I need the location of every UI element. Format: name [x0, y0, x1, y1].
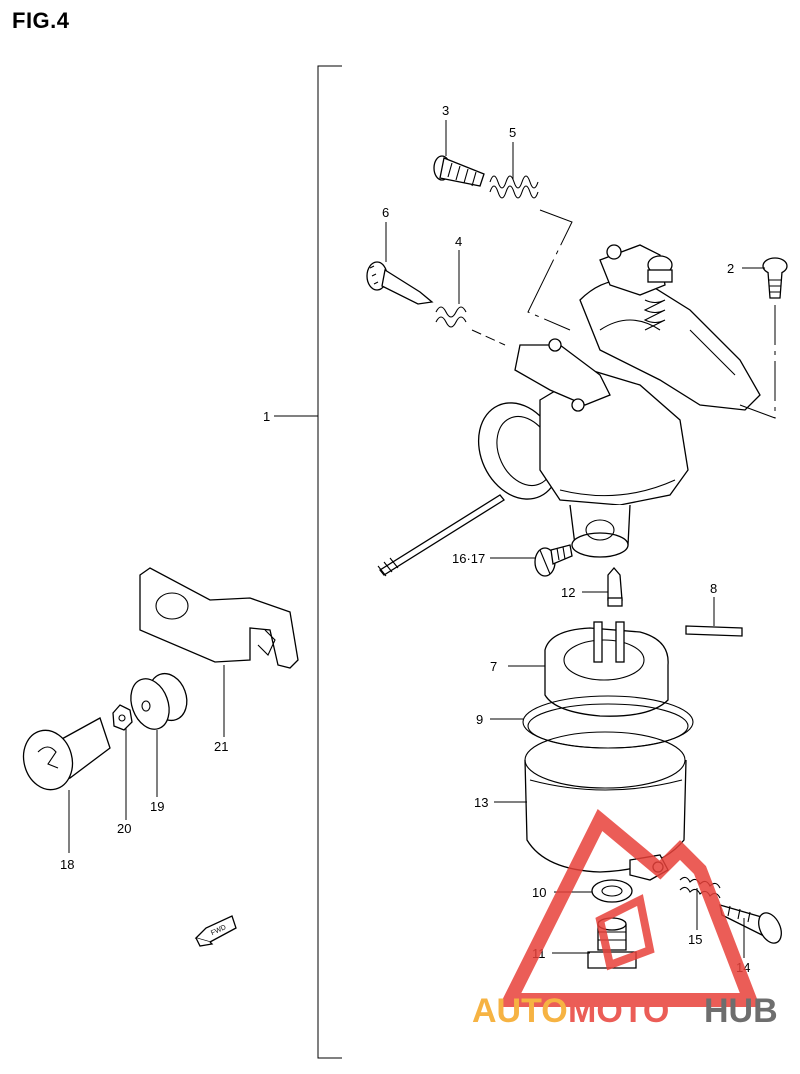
- callout-5: 5: [509, 125, 516, 140]
- part-13-float-bowl: [524, 731, 687, 881]
- assembly-bracket: [274, 65, 342, 1059]
- watermark-hub: HUB: [704, 992, 778, 1030]
- callout-21: 21: [214, 739, 228, 754]
- part-9-gasket: [522, 695, 694, 749]
- callout-13: 13: [474, 795, 488, 810]
- part-21-bracket: [139, 567, 299, 669]
- callout-7: 7: [490, 659, 497, 674]
- part-6-needle-screw: [366, 261, 434, 305]
- callout-15: 15: [688, 932, 702, 947]
- callout-labels: 1 2 3 4 5 6 7 8 9 10 11 12 13 14 15 16·1…: [60, 103, 750, 975]
- part-20-nut: [112, 704, 133, 731]
- part-14-screw: [719, 904, 782, 944]
- fwd-direction-arrow: FWD: [194, 915, 237, 947]
- part-18-knob: [22, 717, 111, 791]
- figure-title: FIG.4: [12, 8, 70, 33]
- carburetor-body: [377, 244, 761, 577]
- callout-20: 20: [117, 821, 131, 836]
- assembly-guide-lines: [471, 209, 776, 419]
- part-8-pin: [685, 625, 743, 637]
- callout-1: 1: [263, 409, 270, 424]
- watermark-moto: MOTO: [568, 992, 669, 1030]
- callout-19: 19: [150, 799, 164, 814]
- callout-6: 6: [382, 205, 389, 220]
- callout-8: 8: [710, 581, 717, 596]
- part-16-17-screw: [534, 544, 573, 577]
- callout-3: 3: [442, 103, 449, 118]
- callout-9: 9: [476, 712, 483, 727]
- callout-4: 4: [455, 234, 462, 249]
- part-12-float-needle: [607, 567, 623, 607]
- part-19-grommet: [130, 672, 188, 730]
- callout-16-17: 16·17: [452, 551, 485, 566]
- leader-lines: [68, 120, 765, 958]
- part-5-spring: [489, 175, 539, 199]
- part-2-screw: [762, 257, 788, 299]
- callout-10: 10: [532, 885, 546, 900]
- watermark: AUTO MOTO HUB: [472, 808, 778, 1030]
- callout-12: 12: [561, 585, 575, 600]
- part-7-float: [544, 621, 669, 717]
- watermark-auto: AUTO: [472, 992, 568, 1030]
- part-4-spring: [435, 306, 467, 328]
- callout-18: 18: [60, 857, 74, 872]
- part-3-screw: [433, 155, 485, 187]
- part-10-washer: [591, 879, 633, 903]
- callout-2: 2: [727, 261, 734, 276]
